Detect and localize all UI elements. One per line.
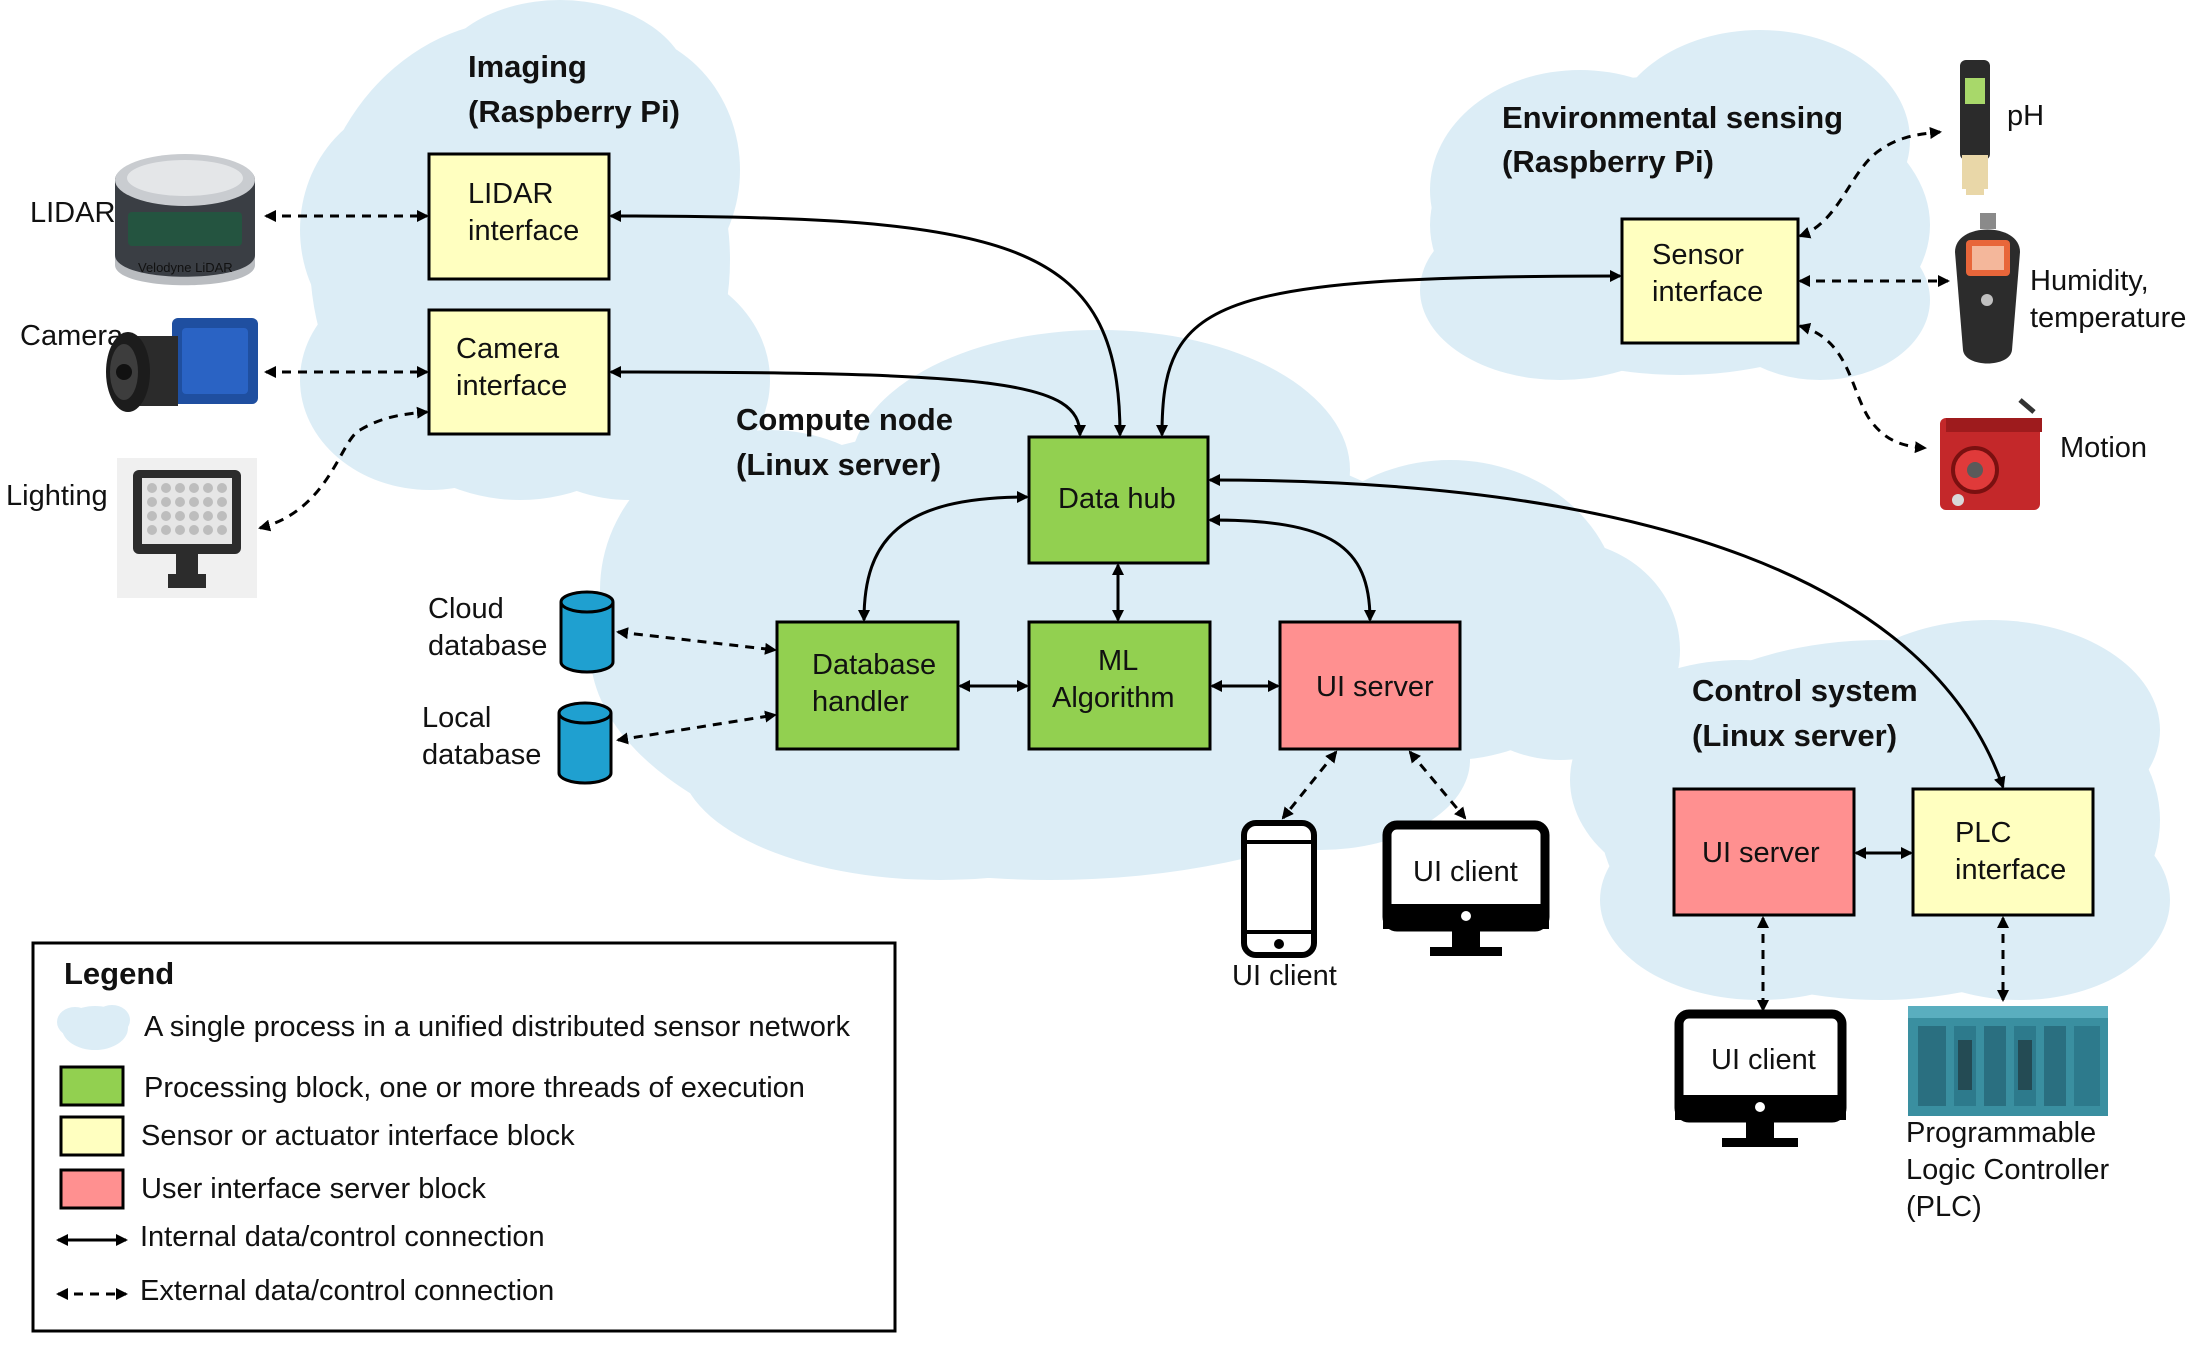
svg-text:Cloud: Cloud <box>428 593 504 625</box>
svg-text:(Linux server): (Linux server) <box>1692 718 1897 753</box>
svg-text:Velodyne LiDAR: Velodyne LiDAR <box>138 260 233 275</box>
lighting-to-camera-interface-connection <box>258 406 429 532</box>
lidar-interface-to-data-hub-connection <box>609 210 1126 437</box>
svg-text:temperature: temperature <box>2030 302 2186 334</box>
svg-text:LIDAR: LIDAR <box>468 178 553 210</box>
monitor-client-control-icon <box>1674 1009 1847 1147</box>
svg-text:Control system: Control system <box>1692 673 1918 708</box>
svg-text:UI server: UI server <box>1702 837 1820 869</box>
local-database-label: Local database <box>422 702 541 771</box>
camera-icon <box>106 318 258 412</box>
local-database-to-handler-connection <box>616 710 777 745</box>
svg-text:(Linux server): (Linux server) <box>736 447 941 482</box>
svg-text:Imaging: Imaging <box>468 49 587 84</box>
lidar-interface-block[interactable]: LIDAR interface <box>427 152 611 281</box>
humidity-meter-icon <box>1955 213 2020 364</box>
lighting-label: Lighting <box>6 480 108 512</box>
humidity-label: Humidity, temperature <box>2030 265 2186 334</box>
svg-text:handler: handler <box>812 686 909 718</box>
legend-item-internal: Internal data/control connection <box>140 1221 545 1253</box>
imaging-group-title: Imaging (Raspberry Pi) <box>468 49 680 129</box>
ui-server-control-block[interactable]: UI server <box>1672 787 1856 917</box>
svg-text:interface: interface <box>1652 276 1763 308</box>
local-database-icon <box>557 701 613 785</box>
motion-label: Motion <box>2060 432 2147 464</box>
monitor-client-control-label: UI client <box>1711 1044 1816 1076</box>
legend-processing-swatch <box>59 1065 125 1107</box>
svg-text:Logic Controller: Logic Controller <box>1906 1154 2109 1186</box>
sensor-interface-to-motion-connection <box>1798 322 1927 454</box>
plc-icon <box>1908 1006 2108 1116</box>
data-hub-block[interactable]: Data hub <box>1027 435 1210 565</box>
svg-text:Humidity,: Humidity, <box>2030 265 2149 297</box>
svg-text:(Raspberry Pi): (Raspberry Pi) <box>1502 144 1714 179</box>
svg-text:Compute node: Compute node <box>736 402 953 437</box>
svg-text:Camera: Camera <box>456 333 560 365</box>
legend-ui-server-swatch <box>59 1168 125 1210</box>
sensor-interface-to-data-hub-connection <box>1156 270 1622 437</box>
legend-title: Legend <box>64 956 174 991</box>
legend-item-process: A single process in a unified distribute… <box>144 1011 851 1043</box>
data-hub-to-plc-interface-connection <box>1208 474 2006 789</box>
svg-text:database: database <box>428 630 547 662</box>
svg-text:interface: interface <box>468 215 579 247</box>
svg-text:Programmable: Programmable <box>1906 1117 2096 1149</box>
legend: Legend A single process in a unified dis… <box>31 941 897 1333</box>
ml-algorithm-block[interactable]: ML Algorithm <box>1027 620 1212 751</box>
led-light-icon <box>117 458 257 598</box>
plc-label: Programmable Logic Controller (PLC) <box>1906 1117 2109 1223</box>
svg-text:(Raspberry Pi): (Raspberry Pi) <box>468 94 680 129</box>
sensor-interface-block[interactable]: Sensor interface <box>1620 217 1800 345</box>
monitor-client-compute-label: UI client <box>1413 856 1518 888</box>
database-handler-block[interactable]: Database handler <box>775 620 960 751</box>
camera-interface-to-data-hub-connection <box>609 366 1086 437</box>
ui-server-compute-block[interactable]: UI server <box>1278 620 1462 751</box>
svg-text:UI server: UI server <box>1316 671 1434 703</box>
lidar-label: LIDAR <box>30 197 115 229</box>
legend-item-ui-server: User interface server block <box>141 1173 486 1205</box>
plc-interface-block[interactable]: PLC interface <box>1911 787 2095 917</box>
lidar-sensor-icon: Velodyne LiDAR <box>115 154 255 286</box>
ui-server-to-phone-client-connection <box>1281 750 1338 820</box>
motion-sensor-icon <box>1940 398 2042 510</box>
sensor-interface-to-ph-connection <box>1798 127 1942 239</box>
svg-text:Environmental sensing: Environmental sensing <box>1502 100 1843 135</box>
environmental-group-title: Environmental sensing (Raspberry Pi) <box>1502 100 1843 179</box>
legend-cloud-swatch <box>57 1005 130 1050</box>
camera-interface-block[interactable]: Camera interface <box>427 308 611 436</box>
camera-label: Camera <box>20 320 124 352</box>
monitor-client-compute-icon <box>1382 820 1550 956</box>
svg-text:PLC: PLC <box>1955 817 2011 849</box>
legend-item-processing: Processing block, one or more threads of… <box>144 1072 805 1104</box>
ph-label: pH <box>2007 100 2044 132</box>
legend-item-external: External data/control connection <box>140 1275 554 1307</box>
svg-text:ML: ML <box>1098 645 1138 677</box>
legend-interface-swatch <box>59 1115 125 1157</box>
cloud-database-to-handler-connection <box>616 627 777 655</box>
ph-meter-icon <box>1960 60 1990 195</box>
svg-text:Local: Local <box>422 702 491 734</box>
data-hub-to-database-handler-connection <box>858 491 1029 622</box>
svg-text:Algorithm: Algorithm <box>1052 682 1175 714</box>
phone-icon <box>1241 820 1317 958</box>
svg-text:Data hub: Data hub <box>1058 483 1176 515</box>
svg-text:(PLC): (PLC) <box>1906 1191 1982 1223</box>
cloud-database-label: Cloud database <box>428 593 547 662</box>
legend-item-interface: Sensor or actuator interface block <box>141 1120 575 1152</box>
svg-text:Sensor: Sensor <box>1652 239 1744 271</box>
svg-text:Database: Database <box>812 649 936 681</box>
svg-text:database: database <box>422 739 541 771</box>
cloud-database-icon <box>559 590 615 674</box>
svg-text:interface: interface <box>456 370 567 402</box>
ui-server-to-monitor-client-connection <box>1408 750 1467 820</box>
phone-client-label: UI client <box>1232 960 1337 992</box>
svg-text:interface: interface <box>1955 854 2066 886</box>
